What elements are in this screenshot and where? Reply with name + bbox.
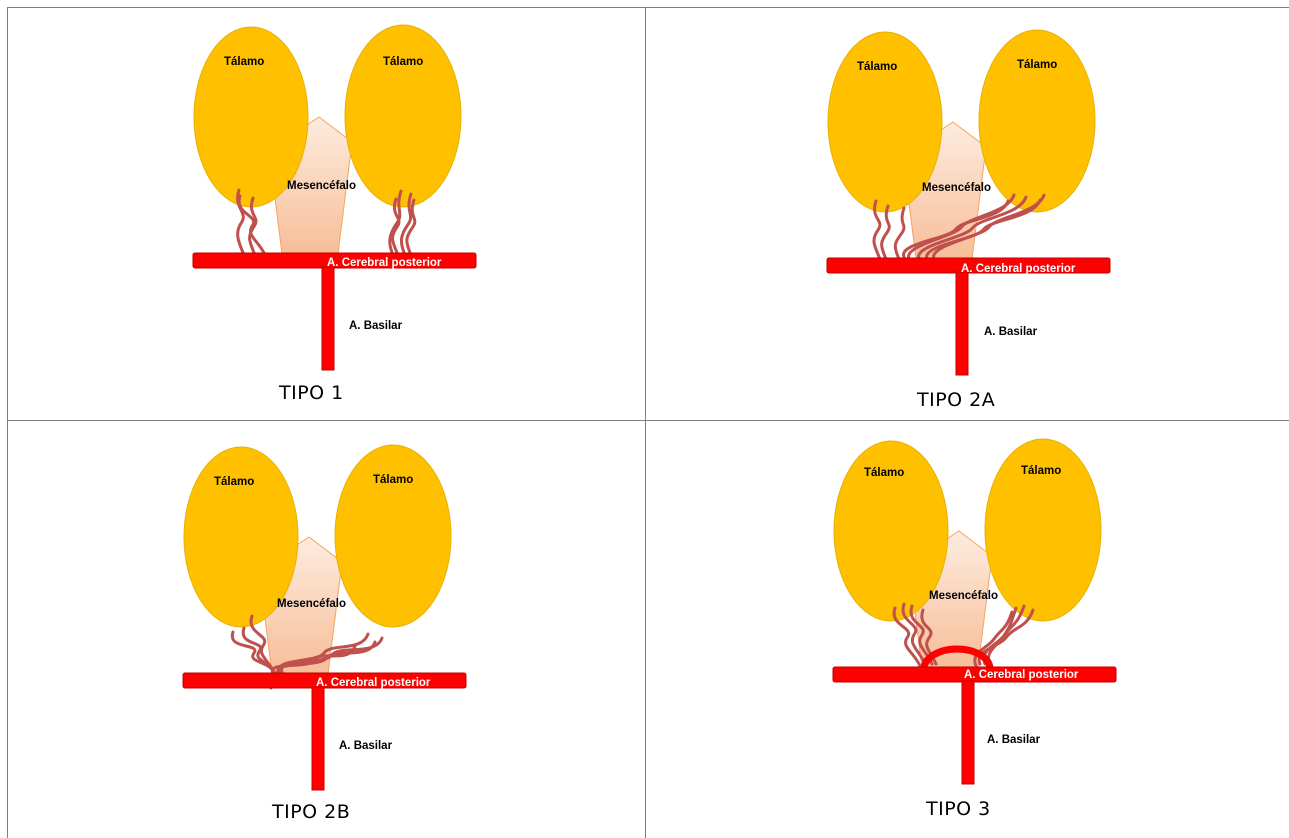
panel-tipo-3: Tálamo Tálamo Mesencéfalo A. Cerebral po… [833,439,1116,820]
pca-label: A. Cerebral posterior [316,677,431,689]
midbrain-label: Mesencéfalo [277,598,346,610]
midbrain-label: Mesencéfalo [287,180,356,192]
anatomy-shapes [193,25,476,370]
pca-label: A. Cerebral posterior [964,669,1079,681]
thalamus-right-label: Tálamo [1021,465,1061,477]
midbrain-label: Mesencéfalo [922,182,991,194]
basilar-label: A. Basilar [349,320,403,332]
thalamus-right-label: Tálamo [1017,59,1057,71]
perforator-artery [895,208,904,259]
basilar-label: A. Basilar [339,740,393,752]
basilar-label: A. Basilar [984,326,1038,338]
thalamus-left-label: Tálamo [224,56,264,68]
panel-title: TIPO 1 [278,382,344,404]
panel-title: TIPO 2A [916,389,995,411]
pca-label: A. Cerebral posterior [327,257,442,269]
panel-title: TIPO 3 [925,798,991,820]
thalamus-right-label: Tálamo [383,56,423,68]
thalamus-right-shape [979,30,1095,212]
basilar-artery [312,687,324,790]
perforator-artery [882,206,890,259]
anatomy-shapes [833,439,1116,784]
thalamus-right-shape [345,25,461,207]
anatomy-shapes [183,445,466,790]
thalamus-right-shape [335,445,451,627]
panel-tipo-1: Tálamo Tálamo Mesencéfalo A. Cerebral po… [193,25,476,404]
thalamus-left-label: Tálamo [864,467,904,479]
midbrain-label: Mesencéfalo [929,590,998,602]
panel-tipo-2b: Tálamo Tálamo Mesencéfalo A. Cerebral po… [183,445,466,823]
thalamus-left-label: Tálamo [857,61,897,73]
basilar-label: A. Basilar [987,734,1041,746]
basilar-artery [962,681,974,784]
pca-label: A. Cerebral posterior [961,263,1076,275]
thalamus-right-label: Tálamo [373,474,413,486]
basilar-artery [956,272,968,375]
anatomy-shapes [827,30,1110,375]
panel-tipo-2a: Tálamo Tálamo Mesencéfalo A. Cerebral po… [827,30,1110,411]
thalamus-left-label: Tálamo [214,476,254,488]
panel-title: TIPO 2B [271,801,350,823]
basilar-artery [322,267,334,370]
